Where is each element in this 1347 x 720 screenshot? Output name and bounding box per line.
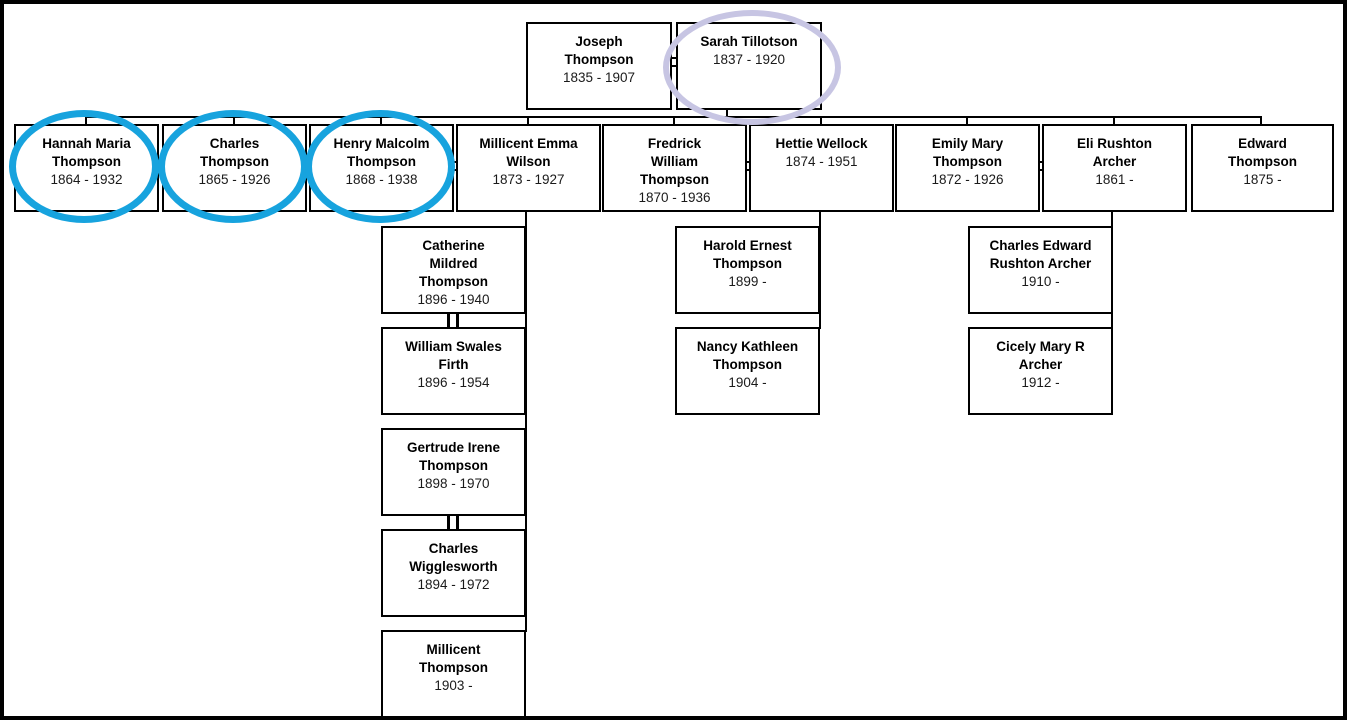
- person-box-cicely-mary-r-archer: Cicely Mary R Archer 1912 -: [968, 327, 1113, 415]
- person-dates: 1904 -: [728, 375, 767, 390]
- marriage-connector-emily-eli: [1036, 161, 1046, 171]
- highlight-ellipse-charles: [158, 110, 308, 223]
- person-box-hettie-wellock: Hettie Wellock 1874 - 1951: [749, 124, 894, 212]
- person-dates: 1896 - 1940: [417, 292, 490, 307]
- person-name: Eli Rushton Archer: [1077, 136, 1152, 169]
- marriage-connector-gertrude-charles: [447, 515, 459, 529]
- marriage-connector-catherine-william: [447, 313, 459, 327]
- person-name: William Swales Firth: [405, 339, 502, 372]
- person-name: Cicely Mary R Archer: [996, 339, 1085, 372]
- connector-stub-hettie: [820, 116, 822, 124]
- person-dates: 1872 - 1926: [931, 172, 1004, 187]
- marriage-connector-fredrick-hettie: [743, 161, 753, 171]
- connector-spine-henry-children: [525, 212, 527, 632]
- person-name: Charles Edward Rushton Archer: [989, 238, 1092, 271]
- highlight-ellipse-hannah: [9, 110, 159, 223]
- person-box-millicent-emma-wilson: Millicent Emma Wilson 1873 - 1927: [456, 124, 601, 212]
- connector-stub-edward: [1260, 116, 1262, 124]
- connector-stub-emily: [966, 116, 968, 124]
- person-dates: 1874 - 1951: [785, 154, 858, 169]
- person-dates: 1873 - 1927: [492, 172, 565, 187]
- person-name: Catherine Mildred Thompson: [419, 238, 488, 289]
- person-dates: 1912 -: [1021, 375, 1060, 390]
- highlight-ellipse-sarah: [663, 10, 841, 125]
- person-dates: 1910 -: [1021, 274, 1060, 289]
- person-name: Millicent Thompson: [419, 642, 488, 675]
- person-box-edward-thompson: Edward Thompson 1875 -: [1191, 124, 1334, 212]
- highlight-ellipse-henry: [305, 110, 455, 223]
- person-name: Nancy Kathleen Thompson: [696, 339, 799, 372]
- person-box-nancy-kathleen-thompson: Nancy Kathleen Thompson 1904 -: [675, 327, 820, 415]
- person-name: Hettie Wellock: [775, 136, 868, 151]
- person-box-joseph-thompson: Joseph Thompson 1835 - 1907: [526, 22, 672, 110]
- connector-stub-millicent-wilson: [527, 116, 529, 124]
- person-name: Harold Ernest Thompson: [703, 238, 792, 271]
- person-name: Charles Wigglesworth: [409, 541, 498, 574]
- person-name: Fredrick William Thompson: [640, 136, 709, 187]
- person-box-millicent-thompson: Millicent Thompson 1903 -: [381, 630, 526, 716]
- person-dates: 1896 - 1954: [417, 375, 490, 390]
- person-box-emily-mary-thompson: Emily Mary Thompson 1872 - 1926: [895, 124, 1040, 212]
- person-box-eli-rushton-archer: Eli Rushton Archer 1861 -: [1042, 124, 1187, 212]
- person-dates: 1870 - 1936: [638, 190, 711, 205]
- person-name: Gertrude Irene Thompson: [406, 440, 501, 473]
- person-dates: 1861 -: [1095, 172, 1134, 187]
- person-box-william-swales-firth: William Swales Firth 1896 - 1954: [381, 327, 526, 415]
- person-box-harold-ernest-thompson: Harold Ernest Thompson 1899 -: [675, 226, 820, 314]
- person-box-catherine-mildred-thompson: Catherine Mildred Thompson 1896 - 1940: [381, 226, 526, 314]
- person-name: Emily Mary Thompson: [931, 136, 1004, 169]
- person-box-charles-edward-rushton-archer: Charles Edward Rushton Archer 1910 -: [968, 226, 1113, 314]
- connector-stub-eli: [1113, 116, 1115, 124]
- person-name: Millicent Emma Wilson: [479, 136, 578, 169]
- person-name: Edward Thompson: [1228, 136, 1297, 169]
- person-dates: 1903 -: [434, 678, 473, 693]
- person-box-charles-wigglesworth: Charles Wigglesworth 1894 - 1972: [381, 529, 526, 617]
- person-box-fredrick-william-thompson: Fredrick William Thompson 1870 - 1936: [602, 124, 747, 212]
- person-dates: 1835 - 1907: [562, 70, 636, 85]
- person-dates: 1875 -: [1243, 172, 1282, 187]
- person-dates: 1898 - 1970: [417, 476, 490, 491]
- person-name: Joseph Thompson: [564, 34, 634, 67]
- person-dates: 1894 - 1972: [417, 577, 490, 592]
- person-box-gertrude-irene-thompson: Gertrude Irene Thompson 1898 - 1970: [381, 428, 526, 516]
- connector-spine-fredrick-children: [819, 212, 821, 329]
- connector-stub-fredrick: [673, 116, 675, 124]
- marriage-connector-henry-millicent: [450, 161, 460, 171]
- person-dates: 1899 -: [728, 274, 767, 289]
